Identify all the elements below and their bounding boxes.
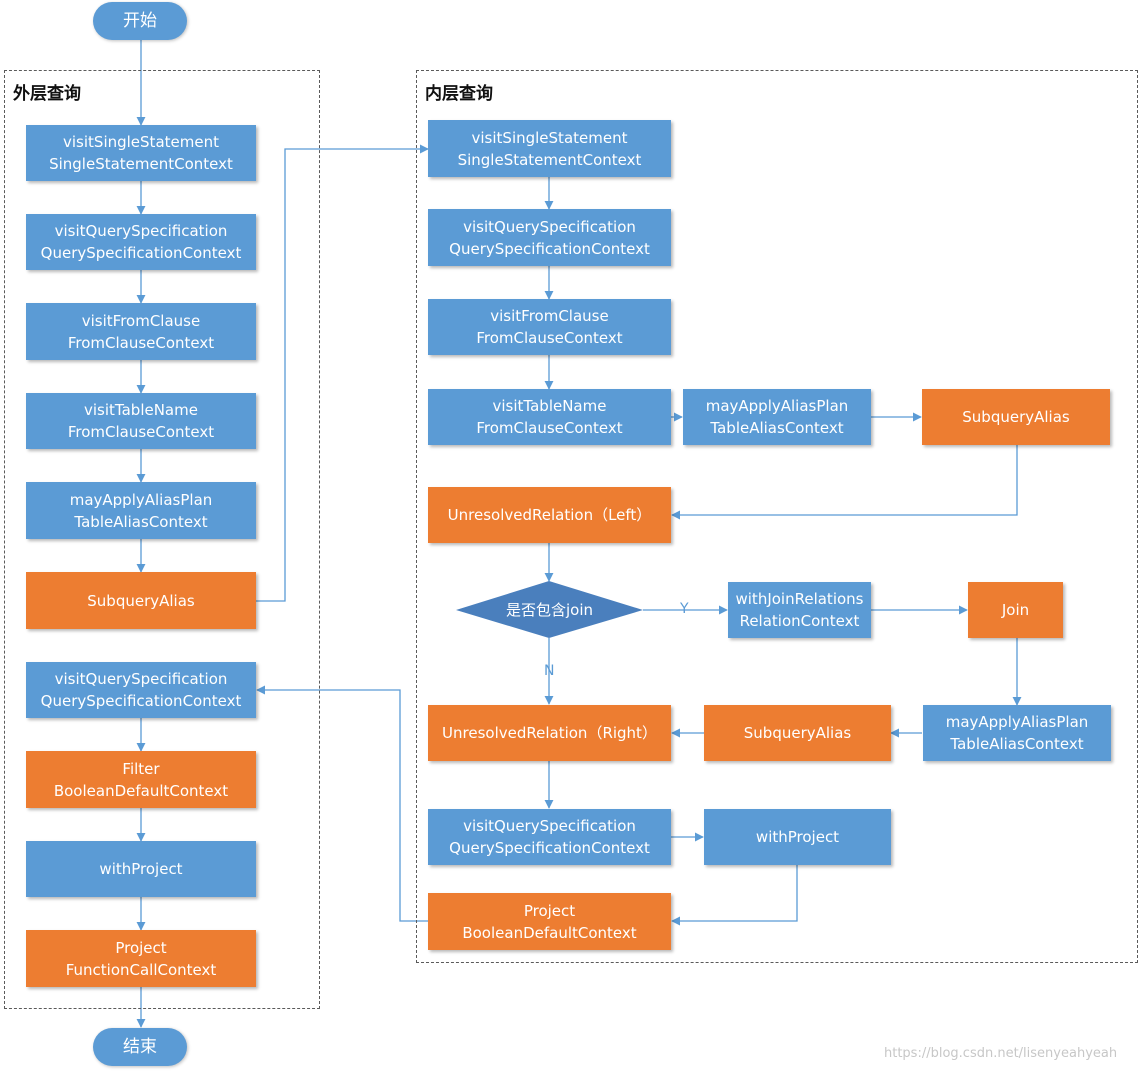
outer-subquery-alias: SubqueryAlias bbox=[26, 572, 256, 629]
node-title: mayApplyAliasPlan bbox=[945, 713, 1089, 731]
node-context: BooleanDefaultContext bbox=[53, 781, 229, 800]
decision-label: 是否包含join bbox=[505, 601, 594, 619]
node-context: SingleStatementContext bbox=[457, 150, 642, 169]
arrow-outer-subquery-to-inner-1 bbox=[256, 144, 429, 602]
node-title: SubqueryAlias bbox=[87, 591, 195, 610]
node-context: QuerySpecificationContext bbox=[40, 692, 242, 710]
node-title: UnresolvedRelation（Right） bbox=[442, 724, 657, 742]
node-context: FromClauseContext bbox=[476, 329, 623, 347]
node-context: FromClauseContext bbox=[67, 423, 215, 441]
node-title: Filter bbox=[122, 759, 160, 778]
node-title: mayApplyAliasPlan bbox=[705, 397, 849, 415]
node-title: withProject bbox=[755, 828, 840, 846]
outer-query-title: 外层查询 bbox=[13, 84, 81, 104]
arrow-withproject-to-project bbox=[671, 865, 798, 926]
node-context: BooleanDefaultContext bbox=[462, 923, 637, 942]
inner-with-join-relations: withJoinRelations RelationContext bbox=[728, 582, 871, 638]
inner-visit-table-name: visitTableName FromClauseContext bbox=[428, 389, 671, 445]
node-title: visitTableName bbox=[84, 401, 198, 419]
node-context: FromClauseContext bbox=[476, 419, 623, 437]
outer-may-apply-alias-plan: mayApplyAliasPlan TableAliasContext bbox=[26, 482, 256, 539]
outer-visit-table-name: visitTableName FromClauseContext bbox=[26, 393, 256, 449]
decision-diamond bbox=[456, 581, 643, 638]
node-title: visitQuerySpecification bbox=[54, 670, 228, 688]
start-label: 开始 bbox=[123, 11, 157, 31]
node-context: FunctionCallContext bbox=[65, 960, 217, 979]
node-title: UnresolvedRelation（Left） bbox=[447, 506, 652, 524]
decision-no-label: N bbox=[544, 663, 555, 679]
outer-filter: Filter BooleanDefaultContext bbox=[26, 751, 256, 808]
arrow-inner-project-to-outer-7 bbox=[256, 685, 428, 922]
node-context: QuerySpecificationContext bbox=[40, 244, 242, 262]
node-context: TableAliasContext bbox=[950, 735, 1084, 753]
node-title: Project bbox=[523, 901, 576, 920]
inner-query-group: 内层查询 bbox=[416, 70, 1138, 963]
node-title: visitQuerySpecification bbox=[54, 222, 228, 240]
node-context: QuerySpecificationContext bbox=[449, 239, 650, 258]
node-title: Join bbox=[1001, 601, 1030, 619]
inner-visit-query-specification: visitQuerySpecification QuerySpecificati… bbox=[428, 209, 671, 266]
node-context: QuerySpecificationContext bbox=[449, 839, 650, 857]
inner-query-title: 内层查询 bbox=[425, 84, 493, 104]
inner-may-apply-alias-plan: mayApplyAliasPlan TableAliasContext bbox=[683, 389, 871, 445]
inner-join: Join bbox=[968, 582, 1063, 638]
inner-visit-single-statement: visitSingleStatement SingleStatementCont… bbox=[428, 120, 671, 177]
node-title: SubqueryAlias bbox=[962, 408, 1070, 426]
node-title: SubqueryAlias bbox=[743, 724, 852, 742]
outer-with-project: withProject bbox=[26, 841, 256, 897]
node-title: visitQuerySpecification bbox=[463, 217, 636, 236]
node-title: mayApplyAliasPlan bbox=[69, 490, 213, 509]
inner-subquery-alias: SubqueryAlias bbox=[922, 389, 1110, 445]
decision-yes-label: Y bbox=[680, 601, 689, 617]
node-title: withJoinRelations bbox=[735, 590, 864, 608]
inner-unresolved-relation-right: UnresolvedRelation（Right） bbox=[428, 705, 671, 761]
node-context: TableAliasContext bbox=[74, 512, 208, 531]
node-title: withProject bbox=[99, 860, 183, 878]
inner-project: Project BooleanDefaultContext bbox=[428, 893, 671, 950]
node-title: visitSingleStatement bbox=[63, 133, 219, 151]
inner-subquery-alias-2: SubqueryAlias bbox=[704, 705, 891, 761]
node-title: visitSingleStatement bbox=[471, 128, 628, 147]
node-context: FromClauseContext bbox=[67, 333, 215, 352]
end-terminal: 结束 bbox=[93, 1028, 187, 1066]
inner-may-apply-alias-plan-2: mayApplyAliasPlan TableAliasContext bbox=[923, 705, 1111, 761]
inner-with-project: withProject bbox=[704, 809, 891, 865]
outer-visit-query-specification: visitQuerySpecification QuerySpecificati… bbox=[26, 214, 256, 270]
node-context: SingleStatementContext bbox=[49, 155, 233, 173]
outer-visit-from-clause: visitFromClause FromClauseContext bbox=[26, 303, 256, 360]
node-title: visitFromClause bbox=[81, 311, 201, 330]
node-title: visitQuerySpecification bbox=[463, 817, 636, 835]
outer-visit-query-specification-2: visitQuerySpecification QuerySpecificati… bbox=[26, 662, 256, 718]
node-title: Project bbox=[115, 938, 167, 957]
node-title: visitFromClause bbox=[490, 307, 609, 325]
end-label: 结束 bbox=[123, 1037, 157, 1057]
node-context: RelationContext bbox=[739, 612, 860, 630]
arrow-inner-6-to-left bbox=[671, 445, 1018, 520]
outer-project: Project FunctionCallContext bbox=[26, 930, 256, 987]
watermark: https://blog.csdn.net/lisenyeahyeah bbox=[884, 1046, 1118, 1061]
outer-query-group: 外层查询 bbox=[4, 70, 320, 1009]
outer-visit-single-statement: visitSingleStatement SingleStatementCont… bbox=[26, 125, 256, 181]
node-title: visitTableName bbox=[492, 397, 607, 415]
inner-visit-from-clause: visitFromClause FromClauseContext bbox=[428, 299, 671, 355]
start-terminal: 开始 bbox=[93, 2, 187, 40]
inner-visit-query-specification-2: visitQuerySpecification QuerySpecificati… bbox=[428, 809, 671, 865]
inner-unresolved-relation-left: UnresolvedRelation（Left） bbox=[428, 487, 671, 543]
node-context: TableAliasContext bbox=[710, 419, 844, 437]
